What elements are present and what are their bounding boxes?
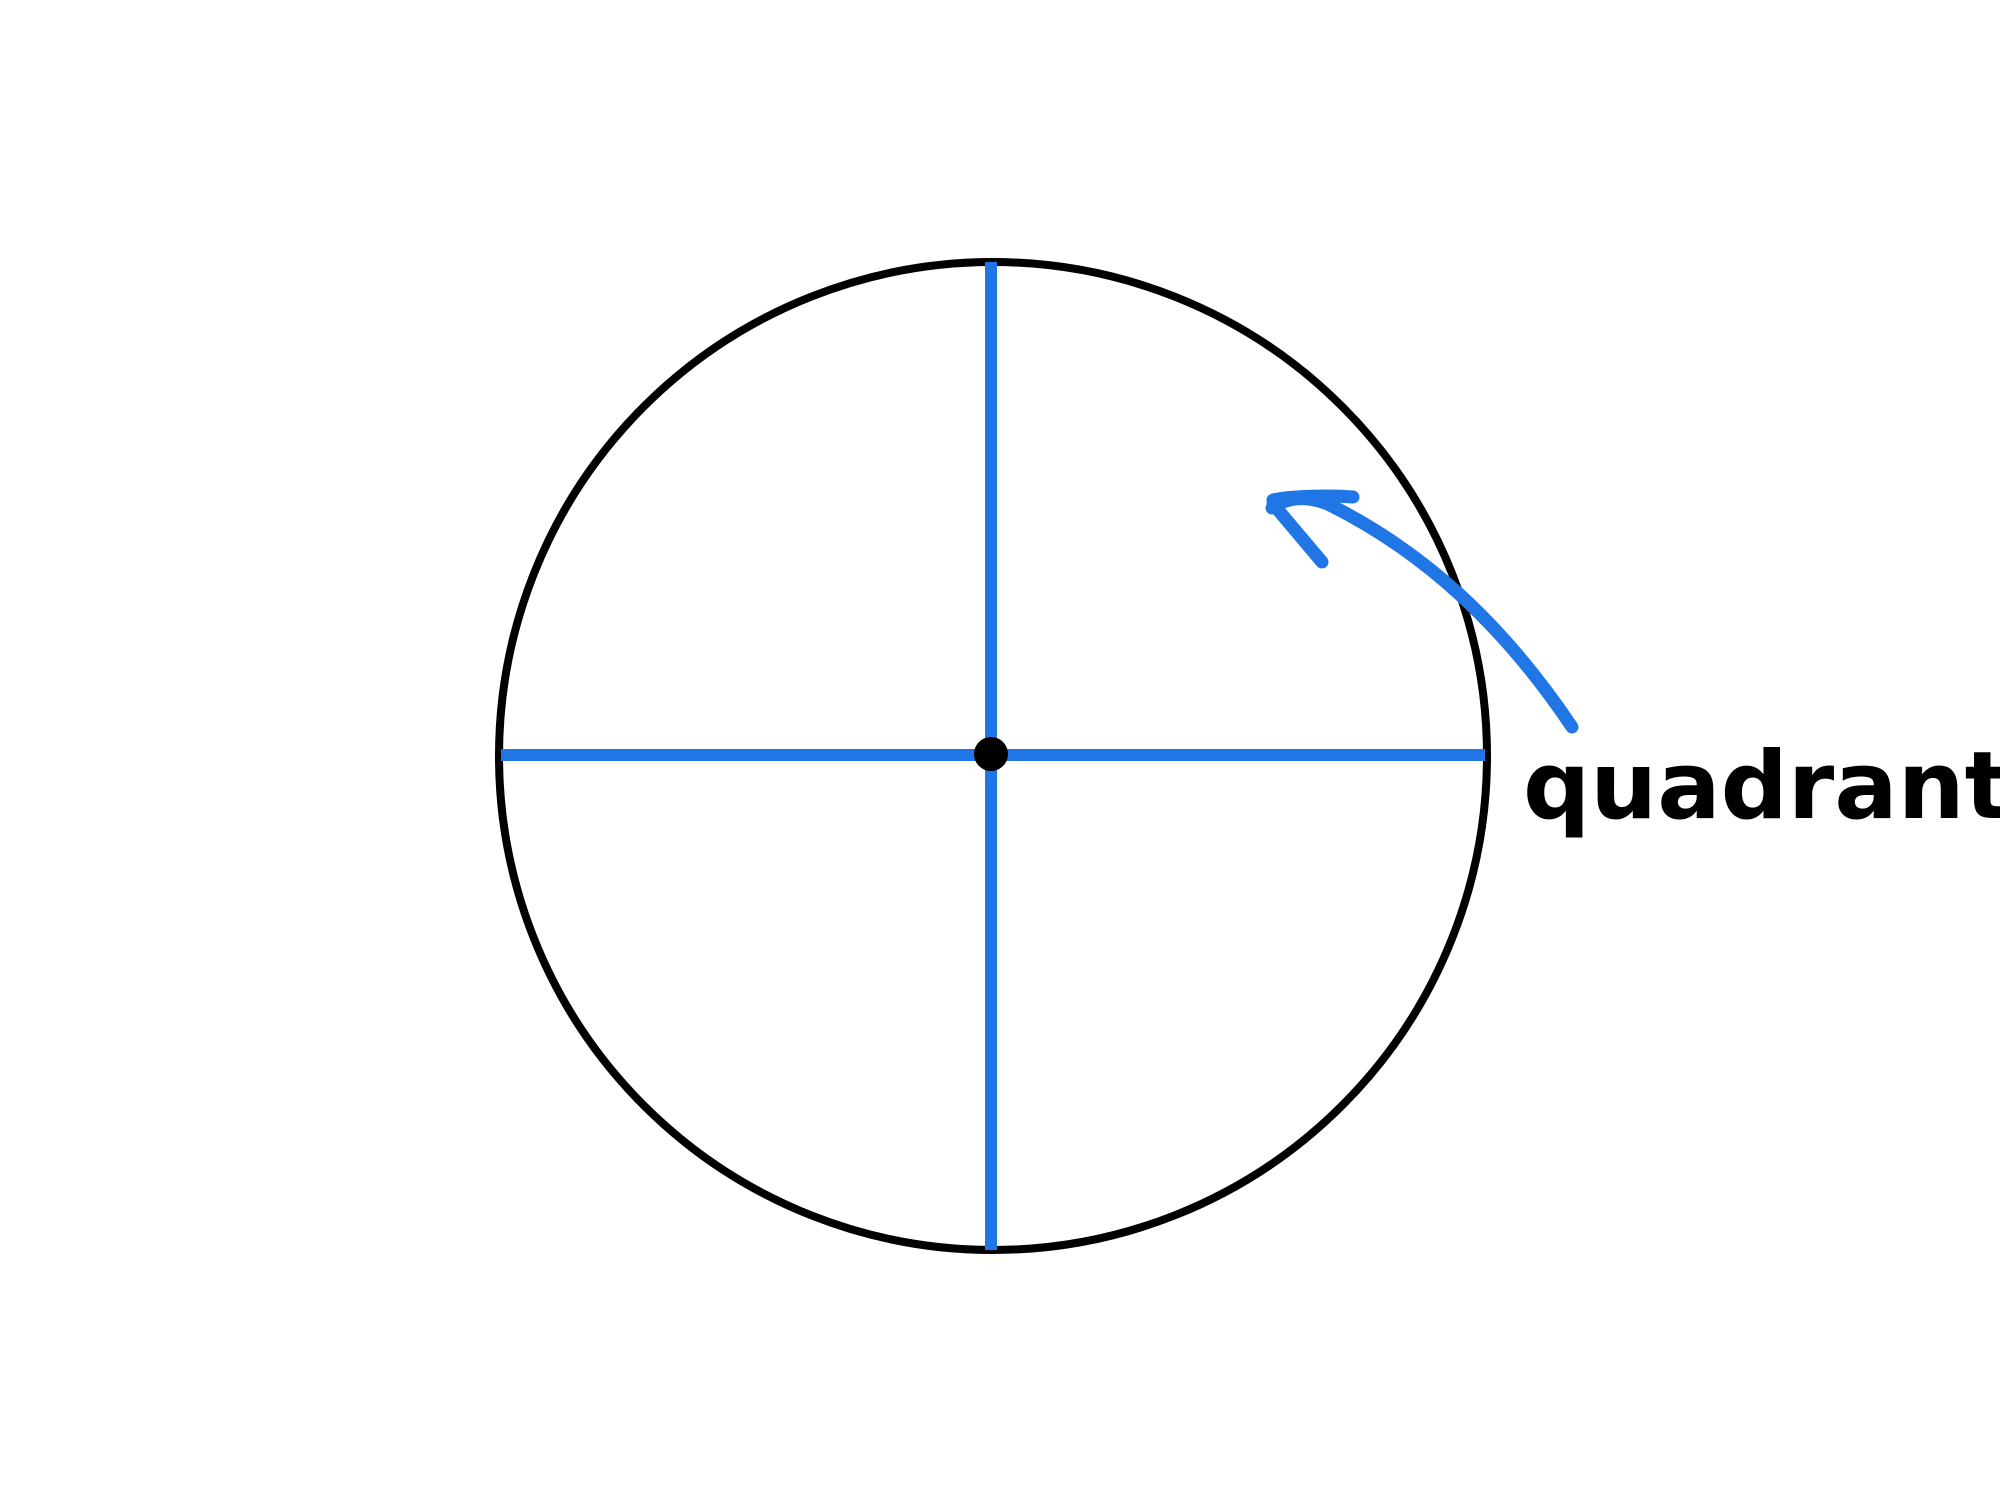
arrowhead-icon — [1265, 489, 1360, 569]
pointer-arrow-shaft — [1323, 498, 1579, 734]
quadrant-label: quadrante — [1523, 732, 2000, 841]
pointer-arrow — [1323, 498, 1579, 734]
center-dot — [974, 737, 1008, 771]
